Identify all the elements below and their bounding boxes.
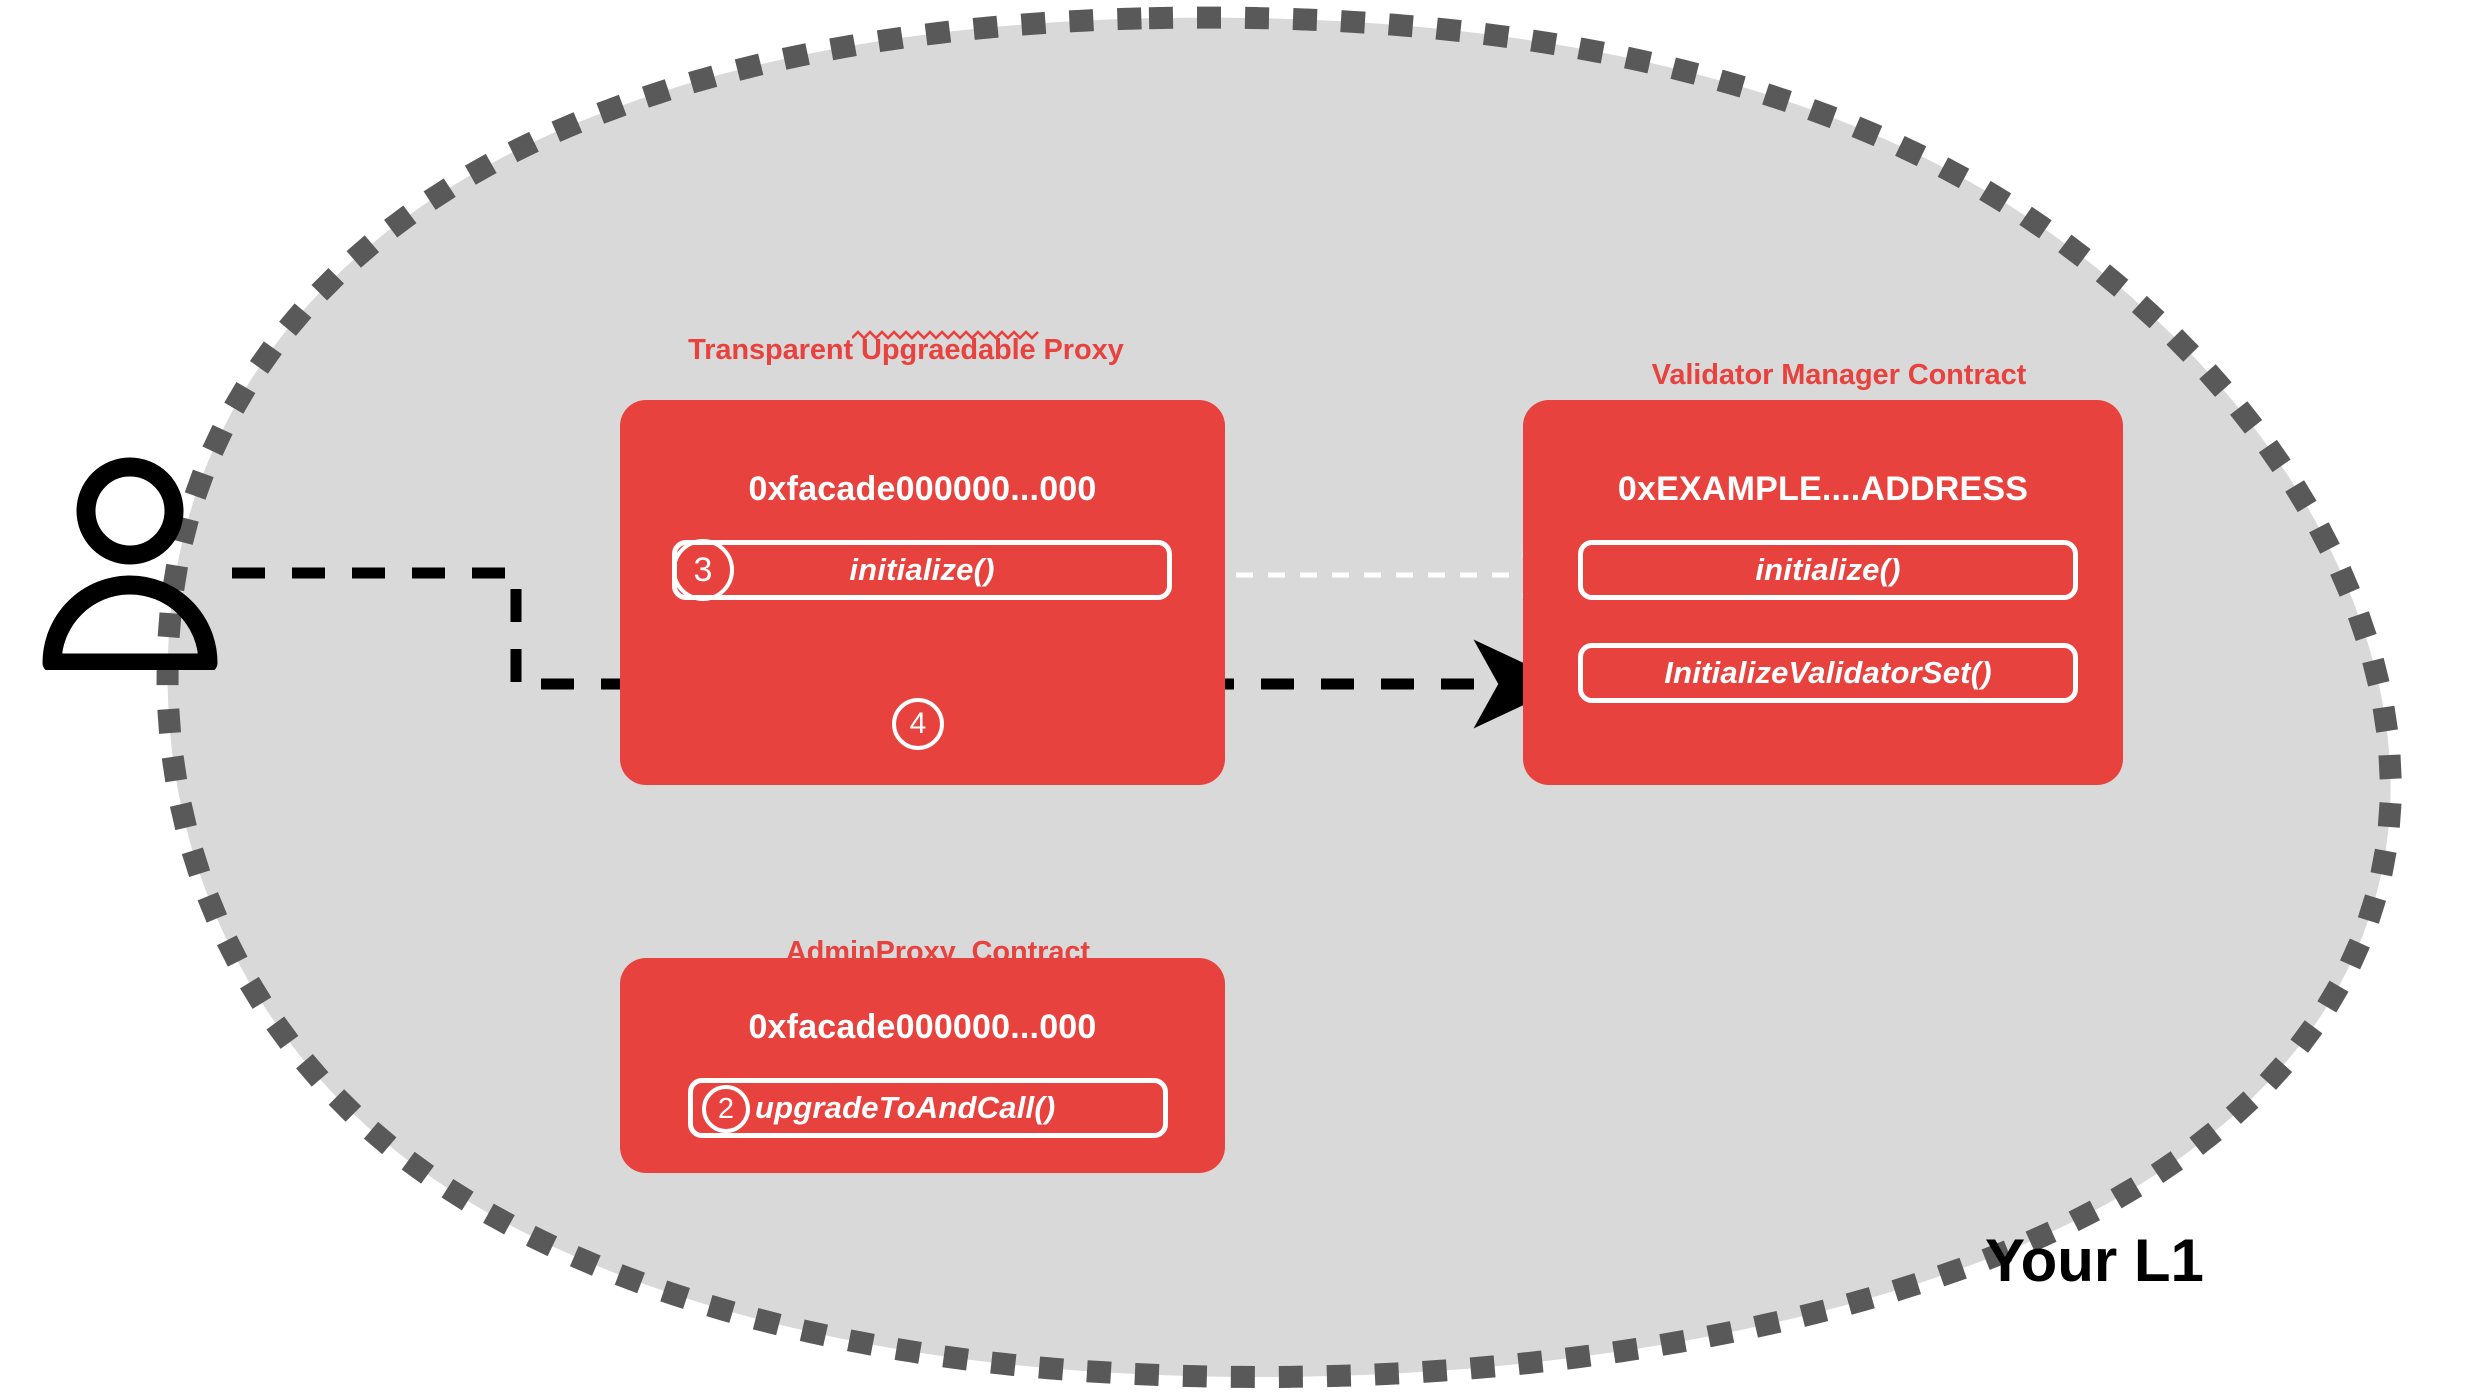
method-label-initialize-proxy: initialize() (849, 552, 995, 587)
contract-title-validator-manager-line-1: Validator Manager Contract (1651, 358, 2027, 391)
l1-boundary-dashes (156, 6, 2402, 1388)
method-pill-initialize-proxy[interactable]: initialize() (672, 540, 1172, 600)
step-badge-4: 4 (892, 698, 944, 750)
step-badge-2: 2 (702, 1085, 750, 1133)
contract-address-validator-manager: 0xEXAMPLE....ADDRESS (1617, 470, 2029, 508)
contract-title-validator-manager: Validator Manager Contract (1523, 325, 2123, 426)
method-label-initialize-validator-manager: initialize() (1755, 552, 1901, 587)
method-pill-initializevalidatorset[interactable]: InitializeValidatorSet() (1578, 643, 2078, 703)
step-badge-4-label: 4 (909, 707, 927, 740)
contract-card-validator-manager[interactable]: 0xEXAMPLE....ADDRESS initialize() Initia… (1523, 400, 2123, 785)
spellcheck-squiggle-icon (852, 330, 1039, 340)
step-badge-3: 3 (672, 539, 734, 601)
contract-card-transparent-upgradeable-proxy[interactable]: 0xfacade000000...000 initialize() 3 4 (620, 400, 1225, 785)
method-pill-upgradetoandcall[interactable]: upgradeToAndCall() (688, 1078, 1168, 1138)
method-pill-initialize-validator-manager[interactable]: initialize() (1578, 540, 2078, 600)
method-label-upgradetoandcall: upgradeToAndCall() (755, 1090, 1056, 1125)
contract-title-line-1: Transparent Upgraedable Proxy (688, 333, 1124, 366)
step-badge-2-label: 2 (717, 1092, 735, 1125)
contract-address-transparent-upgradeable-proxy: 0xfacade000000...000 (748, 470, 1097, 508)
step-badge-3-label: 3 (693, 551, 713, 589)
contract-card-admin-proxy[interactable]: 0xfacade000000...000 upgradeToAndCall() … (620, 958, 1225, 1173)
l1-boundary-label: Your L1 (1985, 1227, 2204, 1294)
person-icon (42, 457, 218, 670)
contract-address-admin-proxy: 0xfacade000000...000 (748, 1008, 1097, 1046)
method-label-initializevalidatorset: InitializeValidatorSet() (1664, 655, 1992, 690)
